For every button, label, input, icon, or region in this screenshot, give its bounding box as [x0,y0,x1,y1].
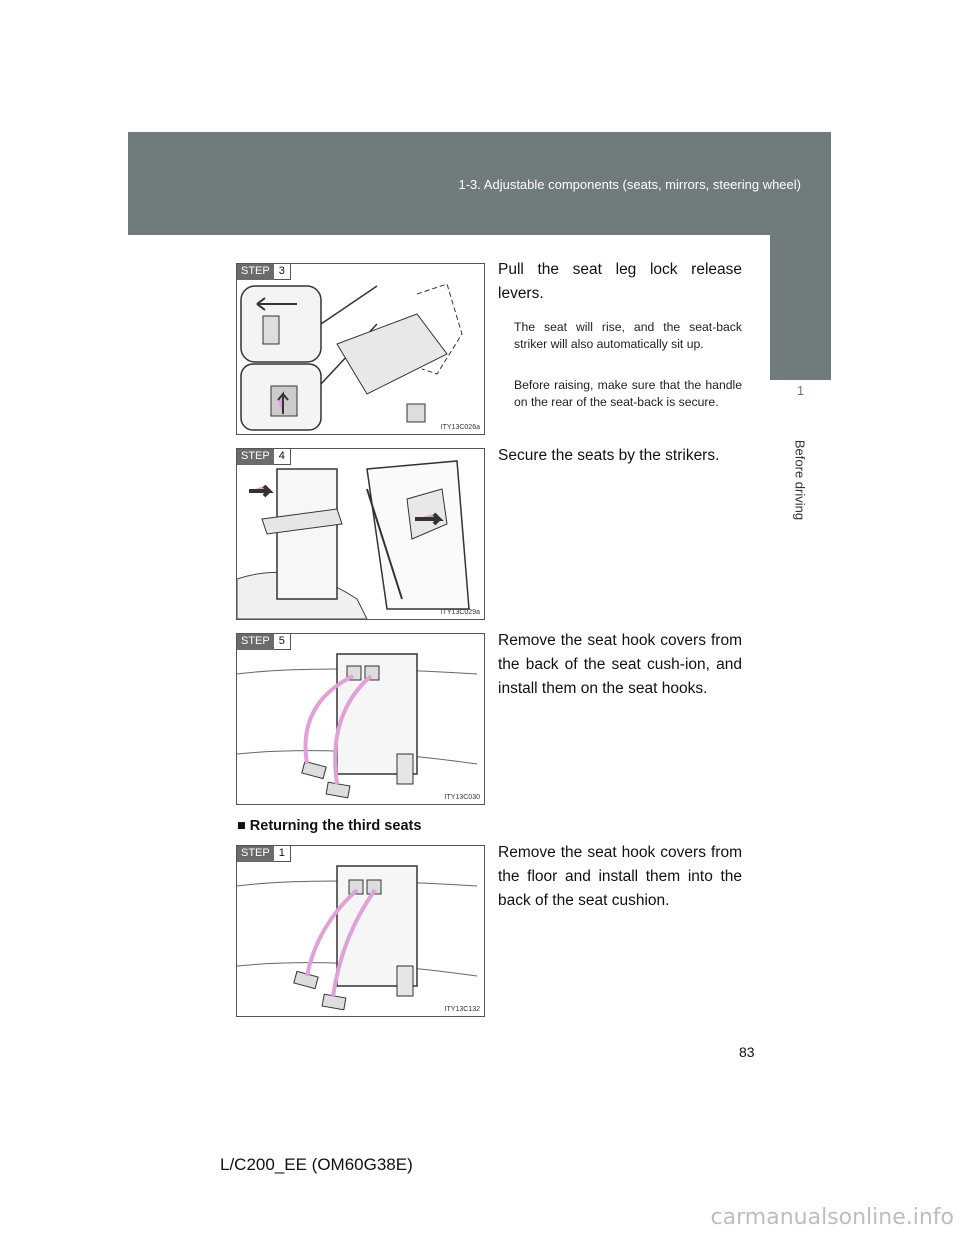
figure-code: ITY13C030 [444,794,480,801]
step-label: STEP [237,846,274,862]
figure-code: ITY13C132 [444,1006,480,1013]
step-label: STEP [237,449,274,465]
step-number: 5 [273,634,291,650]
chapter-number: 1 [796,383,805,398]
seat-leg-release-illustration [240,283,463,431]
figure-code: ITY13C029a [440,609,480,616]
figure-step-3: STEP 3 ITY13C026a [236,263,485,435]
page-number: 83 [739,1044,755,1060]
bullet-icon: ■ [237,818,246,834]
section-heading: ■ Returning the third seats [237,818,421,834]
figure-step-5: STEP 5 ITY13C030 [236,633,485,805]
step-5-instruction: Remove the seat hook covers from the bac… [498,632,742,697]
step-label: STEP [237,634,274,650]
step-badge: STEP 1 [237,846,291,862]
step-badge: STEP 4 [237,449,291,465]
header-band: 1-3. Adjustable components (seats, mirro… [128,132,831,235]
chapter-label: Before driving [792,439,808,521]
step-number: 1 [273,846,291,862]
footer-code: L/C200_EE (OM60G38E) [220,1155,413,1174]
section-heading-text: Returning the third seats [249,818,422,834]
hook-covers-removal-illustration [237,653,478,799]
step-4-instruction: Secure the seats by the strikers. [498,447,720,464]
figure-step-4: STEP 4 ITY13C029a [236,448,485,620]
step-3-instruction: Pull the seat leg lock release levers. [498,261,742,302]
step-label: STEP [237,264,274,280]
step-badge: STEP 3 [237,264,291,280]
chapter-tab [770,235,831,380]
step-number: 3 [273,264,291,280]
section-title: 1-3. Adjustable components (seats, mirro… [458,177,802,192]
step-number: 4 [273,449,291,465]
hook-covers-install-illustration [237,865,478,1011]
step-badge: STEP 5 [237,634,291,650]
figure-code: ITY13C026a [440,424,480,431]
step-3-note-2: Before raising, make sure that the handl… [514,378,742,409]
strikers-illustration [237,460,470,619]
step-3-note-1: The seat will rise, and the seat-back st… [514,320,742,351]
watermark: carmanualsonline.info [710,1205,954,1230]
step-1-instruction: Remove the seat hook covers from the flo… [498,844,742,909]
figure-step-1: STEP 1 ITY13C132 [236,845,485,1017]
